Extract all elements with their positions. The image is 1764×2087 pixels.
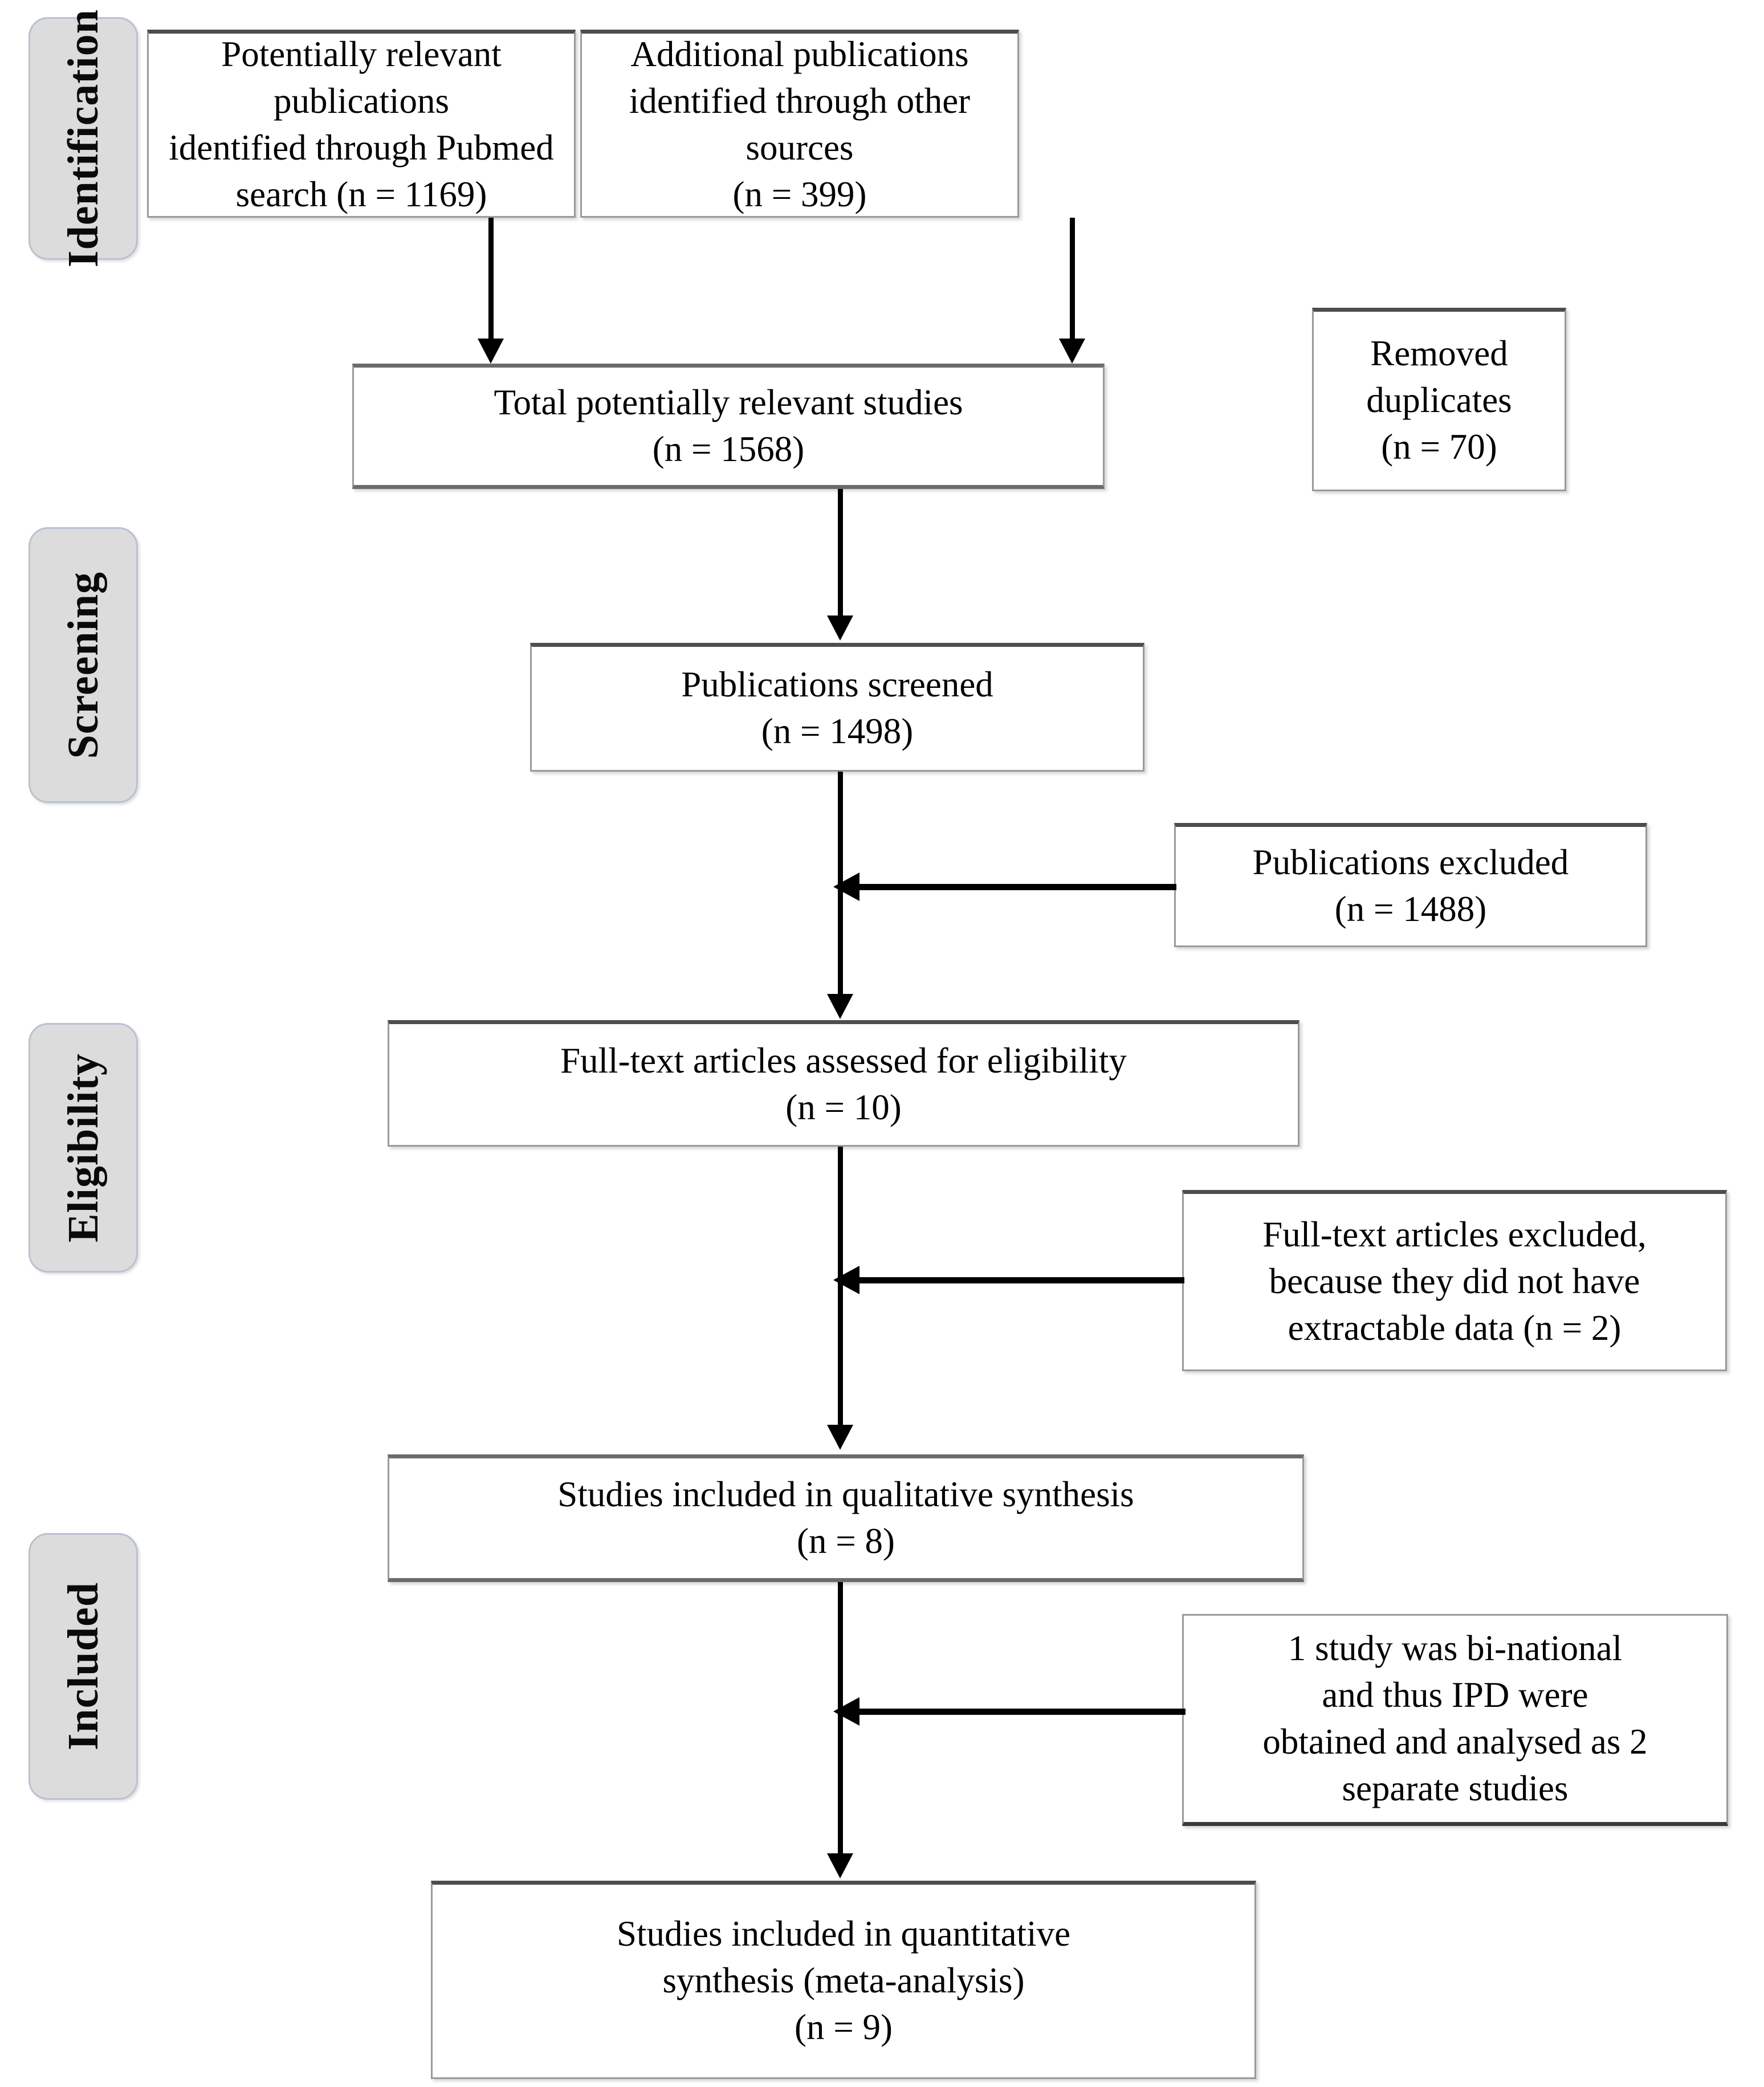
node-publications-excluded: Publications excluded (n = 1488) <box>1174 823 1647 947</box>
node-total-relevant-text: Total potentially relevant studies (n = … <box>494 380 963 473</box>
node-total-relevant: Total potentially relevant studies (n = … <box>352 364 1105 489</box>
node-pubmed-search-line3: search (n = 1169) <box>235 174 487 214</box>
node-publications-excluded-line2: (n = 1488) <box>1334 889 1487 929</box>
stage-tab-screening: Screening <box>28 527 138 803</box>
node-quantitative-synthesis-line2: synthesis (meta-analysis) <box>662 1960 1025 2001</box>
arrowhead-screened-to-fulltext <box>827 994 853 1019</box>
node-publications-screened: Publications screened (n = 1498) <box>530 643 1144 772</box>
arrowhead-qualitative-to-quantitative <box>827 1853 853 1878</box>
arrowhead-total-to-screened <box>827 615 853 641</box>
node-binational-note-line2: and thus IPD were <box>1322 1675 1588 1715</box>
stage-tab-eligibility: Eligibility <box>28 1023 138 1273</box>
connector-pubmed-to-total <box>488 218 494 343</box>
node-binational-note-line4: separate studies <box>1342 1768 1569 1808</box>
arrowhead-fulltext-to-qualitative <box>827 1425 853 1450</box>
node-fulltext-assessed-text: Full-text articles assessed for eligibil… <box>560 1038 1127 1131</box>
node-binational-note-line3: obtained and analysed as 2 <box>1262 1722 1648 1762</box>
node-total-relevant-line1: Total potentially relevant studies <box>494 382 963 423</box>
node-fulltext-assessed: Full-text articles assessed for eligibil… <box>388 1020 1299 1147</box>
arrowhead-fulltext-excluded-to-flow <box>833 1266 859 1294</box>
node-pubmed-search: Potentially relevant publications identi… <box>147 30 576 218</box>
stage-tab-identification: Identification <box>28 9 138 268</box>
node-fulltext-assessed-line1: Full-text articles assessed for eligibil… <box>560 1041 1127 1081</box>
node-qualitative-synthesis-line2: (n = 8) <box>796 1521 895 1561</box>
node-fulltext-excluded: Full-text articles excluded, because the… <box>1182 1190 1727 1371</box>
node-quantitative-synthesis-line1: Studies included in quantitative <box>616 1914 1071 1954</box>
node-fulltext-excluded-text: Full-text articles excluded, because the… <box>1262 1212 1647 1352</box>
node-other-sources: Additional publications identified throu… <box>580 30 1019 218</box>
connector-binational-to-flow <box>859 1709 1185 1715</box>
arrowhead-binational-to-flow <box>833 1697 859 1726</box>
node-quantitative-synthesis: Studies included in quantitative synthes… <box>431 1881 1256 2079</box>
connector-total-to-screened <box>838 489 843 620</box>
node-binational-note-text: 1 study was bi-national and thus IPD wer… <box>1262 1625 1647 1812</box>
arrowhead-pubmed-to-total <box>478 339 504 364</box>
node-fulltext-excluded-line1: Full-text articles excluded, <box>1262 1214 1647 1255</box>
arrowhead-excluded-to-flow <box>833 873 859 901</box>
node-fulltext-excluded-line2: because they did not have <box>1269 1261 1640 1302</box>
node-qualitative-synthesis-text: Studies included in qualitative synthesi… <box>557 1472 1134 1565</box>
node-removed-duplicates: Removed duplicates (n = 70) <box>1312 308 1566 491</box>
node-fulltext-excluded-line3: extractable data (n = 2) <box>1288 1307 1622 1348</box>
stage-label-screening: Screening <box>59 571 107 759</box>
node-qualitative-synthesis-line1: Studies included in qualitative synthesi… <box>557 1474 1134 1515</box>
node-quantitative-synthesis-text: Studies included in quantitative synthes… <box>617 1911 1070 2051</box>
connector-fulltext-excluded-to-flow <box>859 1277 1184 1283</box>
node-removed-duplicates-line1: Removed <box>1370 333 1508 374</box>
stage-label-included: Included <box>59 1582 107 1751</box>
node-binational-note: 1 study was bi-national and thus IPD wer… <box>1182 1614 1728 1826</box>
node-binational-note-line1: 1 study was bi-national <box>1288 1628 1623 1669</box>
node-qualitative-synthesis: Studies included in qualitative synthesi… <box>388 1454 1304 1582</box>
node-publications-screened-line1: Publications screened <box>681 665 993 705</box>
node-removed-duplicates-text: Removed duplicates (n = 70) <box>1366 331 1512 471</box>
node-pubmed-search-line1: Potentially relevant publications <box>221 34 502 121</box>
node-removed-duplicates-line3: (n = 70) <box>1381 426 1497 467</box>
stage-label-eligibility: Eligibility <box>59 1053 107 1242</box>
node-other-sources-line2: identified through other sources <box>629 81 971 168</box>
stage-label-identification: Identification <box>59 9 107 268</box>
node-publications-screened-line2: (n = 1498) <box>761 711 914 751</box>
connector-excluded-to-flow <box>859 884 1176 890</box>
node-other-sources-line3: (n = 399) <box>732 174 867 214</box>
node-publications-excluded-text: Publications excluded (n = 1488) <box>1253 839 1569 933</box>
stage-tab-included: Included <box>28 1533 138 1800</box>
connector-other-to-total <box>1070 218 1075 343</box>
node-pubmed-search-line2: identified through Pubmed <box>169 128 554 168</box>
node-pubmed-search-text: Potentially relevant publications identi… <box>157 31 566 218</box>
node-fulltext-assessed-line2: (n = 10) <box>785 1087 902 1127</box>
node-other-sources-text: Additional publications identified throu… <box>590 31 1009 218</box>
node-publications-screened-text: Publications screened (n = 1498) <box>681 662 993 755</box>
node-publications-excluded-line1: Publications excluded <box>1252 842 1569 883</box>
node-total-relevant-line2: (n = 1568) <box>652 429 805 469</box>
arrowhead-other-to-total <box>1059 339 1085 364</box>
node-quantitative-synthesis-line3: (n = 9) <box>795 2007 893 2047</box>
node-removed-duplicates-line2: duplicates <box>1366 380 1512 421</box>
node-other-sources-line1: Additional publications <box>630 34 969 75</box>
